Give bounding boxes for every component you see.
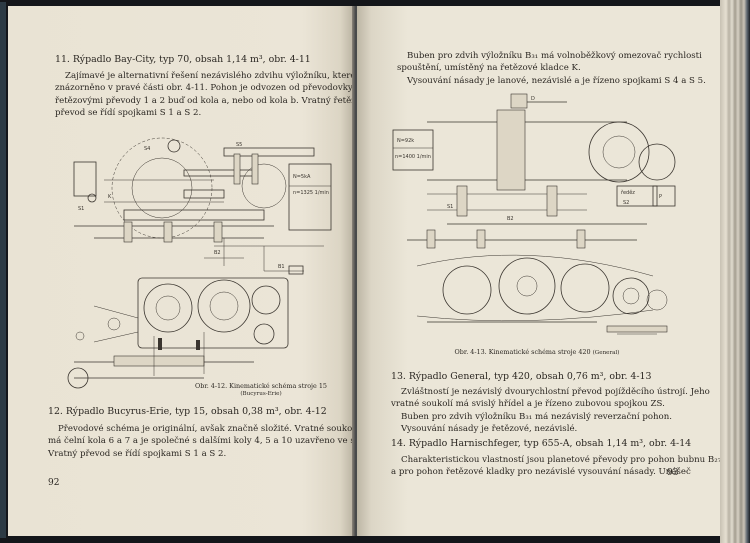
intro-text: Buben pro zdvih výložníku B₃₁ má volnobě… — [397, 50, 706, 87]
section-13-heading: 13. Rýpadlo General, typ 420, obsah 0,76… — [391, 371, 652, 382]
text-line: Zvláštností je nezávislý dvourychlostní … — [401, 387, 710, 397]
text-line: řetězovými převody 1 a 2 buď od kola a, … — [55, 95, 354, 106]
figure-4-13-caption-sub: (General) — [592, 350, 620, 356]
text-line: Charakteristickou vlastností jsou planet… — [401, 455, 720, 465]
text-line: Převodové schéma je originální, avšak zn… — [58, 424, 354, 434]
figure-4-13-power-label: N=92k — [397, 138, 414, 144]
figure-4-13-caption: Obr. 4-13. Kinematické schéma stroje 420… — [417, 348, 657, 357]
figure-4-11-label-b1: B1 — [278, 264, 285, 270]
text-line: znázorněno v pravé části obr. 4-11. Poho… — [55, 83, 354, 94]
text-line: Vratný převod se řídí spojkami S 1 a S 2… — [48, 448, 227, 459]
figure-4-11-speed-label: n=1325 1/min — [293, 190, 329, 196]
figure-4-11-label-k: K — [108, 194, 112, 200]
book-cover-left-edge — [0, 2, 6, 538]
figure-4-12-caption-title: Obr. 4-12. Kinematické schéma stroje 15 — [195, 382, 327, 390]
figure-4-12-schematic — [54, 276, 304, 394]
right-page: Buben pro zdvih výložníku B₃₁ má volnobě… — [357, 6, 720, 536]
figure-4-13-label-s2: S2 — [623, 200, 629, 206]
text-line: vratné soukolí má svislý hřídel a je říz… — [391, 399, 665, 410]
figure-4-11-power-label: N=5kA — [293, 174, 311, 180]
book-page-edges — [720, 0, 750, 543]
section-12-heading: 12. Rýpadlo Bucyrus-Erie, typ 15, obsah … — [48, 406, 327, 417]
figure-4-13-label-d: D — [531, 96, 535, 102]
text-line: Zajímavé je alternativní řešení nezávisl… — [65, 71, 354, 81]
text-line: Vysouvání násady je řetězové, nezávislé. — [401, 424, 578, 435]
section-11-heading: 11. Rýpadlo Bay-City, typ 70, obsah 1,14… — [55, 54, 311, 65]
text-line: Buben pro zdvih výložníku B₃₁ má volnobě… — [407, 51, 702, 61]
figure-4-11-label-s5: S5 — [236, 142, 242, 148]
section-12-body: Převodové schéma je originální, avšak zn… — [48, 423, 354, 460]
figure-4-12-caption-sub: (Bucyrus-Erie) — [240, 391, 282, 397]
text-line: a pro pohon řetězové kladky pro nezávisl… — [391, 467, 691, 478]
section-11-body: Zajímavé je alternativní řešení nezávisl… — [55, 70, 354, 120]
figure-4-11-label-s4: S4 — [144, 146, 150, 152]
text-line: převod se řídí spojkami S 1 a S 2. — [55, 108, 202, 119]
text-line: Vysouvání násady je lanové, nezávislé a … — [407, 75, 706, 86]
section-13-body: Zvláštností je nezávislý dvourychlostní … — [391, 386, 710, 436]
book-gutter — [352, 6, 360, 536]
figure-4-11-label-s1: S1 — [78, 206, 84, 212]
figure-4-13-speed-label: n=1400 1/min — [395, 154, 431, 160]
page-number-left: 92 — [48, 478, 60, 488]
section-14-heading: 14. Rýpadlo Harnischfeger, typ 655-A, ob… — [391, 438, 692, 449]
figure-4-11-schematic: N=5kA n=1325 1/min S4 S5 B2 B1 S1 K — [64, 126, 344, 284]
figure-4-13-label-s1: S1 — [447, 204, 453, 210]
text-line: spouštění, umístěný na řetězové kladce K… — [397, 63, 581, 74]
figure-4-13-label-chain: ředěz — [621, 189, 635, 196]
text-line: má čelní kola 6 a 7 a je společné s dalš… — [48, 436, 354, 447]
figure-4-11-label-b2: B2 — [214, 250, 221, 256]
section-14-body: Charakteristickou vlastností jsou planet… — [391, 454, 720, 479]
figure-4-13-label-b2: B2 — [507, 216, 514, 222]
figure-4-12-caption: Obr. 4-12. Kinematické schéma stroje 15 … — [176, 382, 346, 398]
figure-4-13-caption-title: Obr. 4-13. Kinematické schéma stroje 420 — [454, 348, 591, 356]
page-number-right: 93 — [667, 468, 679, 478]
figure-4-13-label-p: P — [659, 194, 662, 200]
text-line: Buben pro zdvih výložníku B₃₁ má nezávis… — [401, 411, 672, 422]
left-page: 11. Rýpadlo Bay-City, typ 70, obsah 1,14… — [8, 6, 354, 536]
figure-4-13-schematic: N=92k n=1400 1/min ředěz S2 B2 P S1 D — [387, 90, 687, 348]
